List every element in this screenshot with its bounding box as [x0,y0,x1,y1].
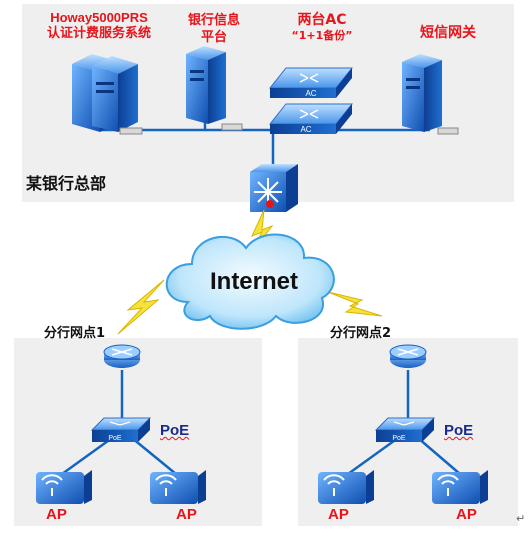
auth-system-label-line1: Howay5000PRS [50,10,148,25]
ac-controller-icon [268,67,354,134]
branch-1-links [61,370,177,476]
branch-1-ap-2-icon [150,470,206,504]
internet-label: Internet [210,268,298,295]
branch-1-name-label: 分行网点1 [44,326,106,341]
branch-2-router-icon [389,344,427,368]
bank-info-server-icon [186,46,243,131]
branch-2-switch-text: PoE [392,435,406,442]
branch-1-router-icon [103,344,141,368]
internet-cloud-icon [165,233,335,330]
ac-label-line1: 两台AC [297,12,347,28]
bank-info-label-line1: 银行信息 [187,13,240,28]
auth-system-label-line2: 认证计费服务系统 [46,26,151,41]
branch-1-ap-2-label: AP [176,506,197,523]
bank-info-label: 银行信息 平台 [178,12,250,46]
sms-gateway-label: 短信网关 [420,25,476,41]
bank-info-label-line2: 平台 [200,30,227,45]
ac-label-line2: “1+1备份” [291,29,353,42]
ac-label: 两台AC “1+1备份” [270,12,374,44]
hq-links [98,120,430,170]
branch-2-ap-2-icon [432,470,488,504]
sms-gateway-server-icon [402,54,459,135]
return-mark-icon: ↵ [516,512,525,525]
branch-1-ap-1-label: AP [46,506,67,523]
branch-2-ap-1-icon [318,470,374,504]
branch-2-links [347,370,461,476]
branch-2-name-label: 分行网点2 [330,326,392,341]
core-switch-icon [250,164,298,212]
auth-server-icon [72,54,143,135]
branch-2-poe-switch-icon [374,417,436,442]
hq-name-label: 某银行总部 [26,174,107,193]
branch-1-ap-1-icon [36,470,92,504]
branch-1-poe-switch-icon [90,417,152,442]
branch-1-switch-text: PoE [108,435,122,442]
ac-device-text: AC [305,89,316,98]
ac-device-text: AC [300,125,311,134]
branch-1-poe-label: PoE [160,422,190,439]
branch-2-ap-1-label: AP [328,506,349,523]
branch-2-poe-label: PoE [444,422,474,439]
branch-2-ap-2-label: AP [456,506,477,523]
auth-system-label: Howay5000PRS 认证计费服务系统 [28,10,170,42]
wireless-link-icon [117,209,383,335]
